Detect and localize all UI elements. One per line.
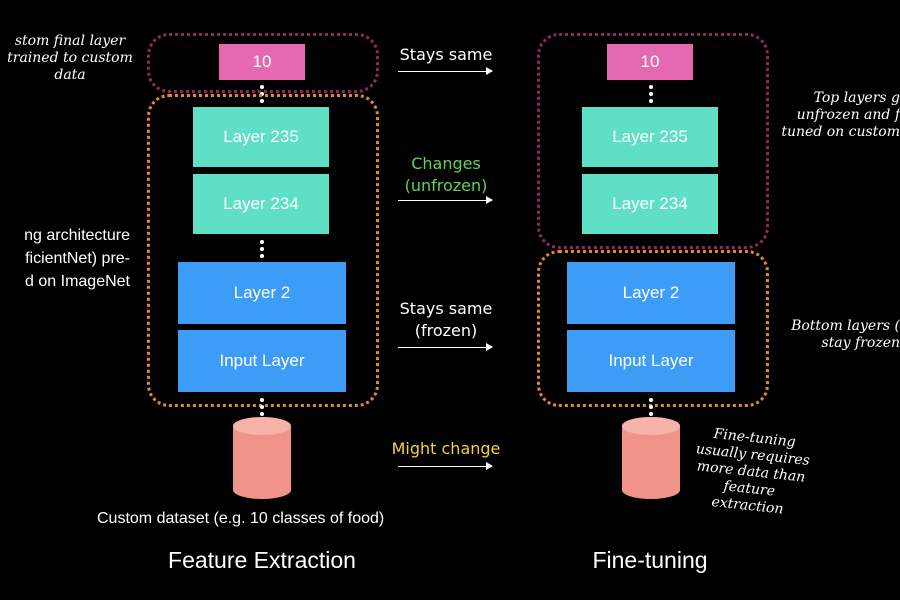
- note-line: Bottom layers (: [791, 318, 900, 334]
- ft-caption: Fine-tuning: [592, 547, 708, 573]
- fe-dataset-cylinder-icon: [233, 417, 291, 499]
- note-line: Top layers g: [813, 90, 900, 106]
- mid-label: Stays same: [399, 299, 493, 318]
- mid-stays-same-top: Stays same: [396, 44, 496, 66]
- note-line: d on ImageNet: [25, 273, 130, 290]
- note-line: stom final layer: [14, 33, 126, 49]
- note-custom-final-layer: stom final layer trained to custom data: [0, 33, 140, 84]
- ft-output-layer: 10: [607, 44, 693, 80]
- note-line: stay frozen: [821, 335, 900, 351]
- mid-label: Changes: [411, 154, 481, 173]
- mid-label: Might change: [391, 439, 501, 458]
- ft-layer-235: Layer 235: [582, 107, 718, 167]
- note-line: tuned on custom: [781, 124, 900, 140]
- ft-dataset-cylinder-icon: [622, 417, 680, 499]
- note-line: ng architecture: [24, 227, 130, 244]
- mid-label: (frozen): [414, 321, 478, 340]
- mid-stays-same-frozen: Stays same (frozen): [396, 298, 496, 342]
- note-line: unfrozen and f: [796, 107, 900, 123]
- mid-might-change: Might change: [386, 438, 506, 460]
- note-top-layers: Top layers g unfrozen and f tuned on cus…: [770, 90, 900, 141]
- arrow-top: [398, 67, 493, 75]
- fe-dataset-label: Custom dataset (e.g. 10 classes of food): [97, 510, 385, 527]
- mid-changes: Changes (unfrozen): [396, 153, 496, 197]
- fe-layer-234: Layer 234: [193, 174, 329, 234]
- arrow-changes: [398, 196, 493, 204]
- note-line: trained to custom: [7, 50, 133, 66]
- note-line: data: [54, 67, 86, 83]
- note-line: ficientNet) pre-: [25, 250, 130, 267]
- ft-layer-2: Layer 2: [567, 262, 735, 324]
- fe-output-group-outline: [147, 33, 379, 93]
- ft-input-layer: Input Layer: [567, 330, 735, 392]
- fe-layer-2: Layer 2: [178, 262, 346, 324]
- mid-label: (unfrozen): [404, 176, 488, 195]
- fe-caption: Feature Extraction: [168, 547, 356, 573]
- arrow-frozen: [398, 343, 493, 351]
- ft-dots-top: [649, 85, 653, 103]
- note-fine-tuning-data: Fine-tuning usually requires more data t…: [679, 423, 823, 522]
- ft-bottom-group-outline: [537, 250, 769, 407]
- fe-layer-235: Layer 235: [193, 107, 329, 167]
- note-backbone: ng architecture ficientNet) pre- d on Im…: [0, 224, 130, 293]
- ft-top-group-outline: [537, 33, 769, 249]
- arrow-might-change: [398, 462, 493, 470]
- fe-output-layer: 10: [219, 44, 305, 80]
- ft-layer-234: Layer 234: [582, 174, 718, 234]
- ft-dots-bottom: [649, 398, 653, 416]
- fe-dots-bottom: [260, 398, 264, 416]
- note-bottom-layers: Bottom layers ( stay frozen: [772, 318, 900, 352]
- fe-input-layer: Input Layer: [178, 330, 346, 392]
- mid-label: Stays same: [399, 45, 493, 64]
- fe-dots-mid: [260, 240, 264, 258]
